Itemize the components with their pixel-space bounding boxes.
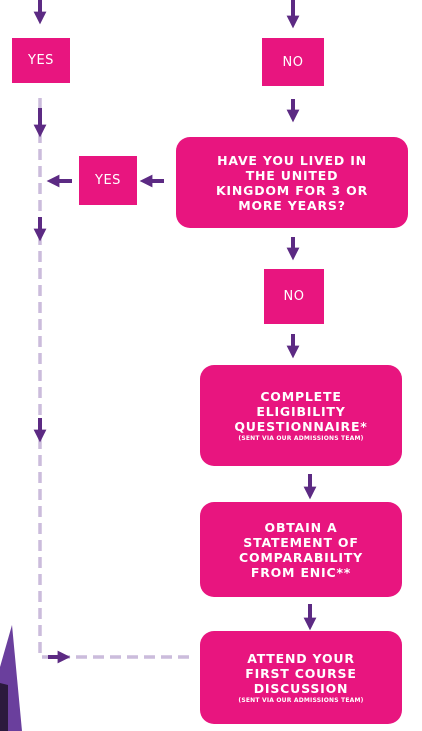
no-node-top: NO (262, 38, 324, 86)
statement-step: OBTAIN A STATEMENT OF COMPARABILITY FROM… (200, 502, 402, 597)
lived-in-uk-text: HAVE YOU LIVED IN THE UNITED KINGDOM FOR… (215, 152, 369, 213)
attend-note: (SENT VIA OUR ADMISSIONS TEAM) (238, 697, 364, 704)
statement-text: OBTAIN A STATEMENT OF COMPARABILITY FROM… (239, 519, 363, 580)
lived-in-uk-question: HAVE YOU LIVED IN THE UNITED KINGDOM FOR… (176, 137, 408, 228)
questionnaire-note: (SENT VIA OUR ADMISSIONS TEAM) (238, 435, 364, 442)
yes-node-left-label: YES (28, 53, 54, 68)
attend-text: ATTEND YOUR FIRST COURSE DISCUSSION (245, 651, 357, 696)
yes-node-mid-label: YES (95, 173, 121, 188)
questionnaire-text: COMPLETE ELIGIBILITY QUESTIONNAIRE* (234, 389, 368, 434)
attend-step: ATTEND YOUR FIRST COURSE DISCUSSION (SEN… (200, 631, 402, 724)
yes-node-left: YES (12, 38, 70, 83)
yes-node-mid: YES (79, 156, 137, 205)
no-node-top-label: NO (282, 54, 304, 70)
questionnaire-step: COMPLETE ELIGIBILITY QUESTIONNAIRE* (SEN… (200, 365, 402, 466)
no-node-mid: NO (264, 269, 324, 324)
no-node-mid-label: NO (283, 289, 305, 304)
decorative-shape (0, 625, 22, 731)
